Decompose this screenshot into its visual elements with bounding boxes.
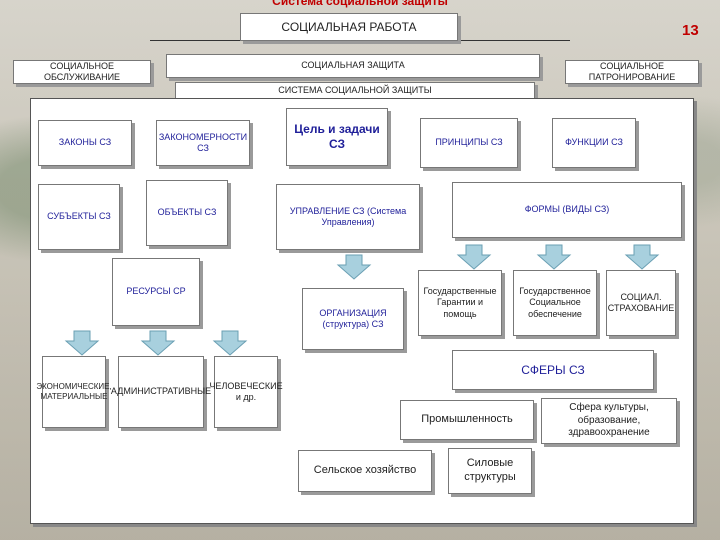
principles-box: ПРИНЦИПЫ СЗ [420, 118, 518, 168]
arrow-down-icon [456, 244, 492, 270]
industry-box: Промышленность [400, 400, 534, 440]
arrow-down-icon [336, 254, 372, 280]
arrow-down-icon [536, 244, 572, 270]
subjects-box: СУБЪЕКТЫ СЗ [38, 184, 120, 250]
economic-box: ЭКОНОМИЧЕСКИЕ, МАТЕРИАЛЬНЫЕ [36, 356, 112, 428]
management-box: УПРАВЛЕНИЕ СЗ (Система Управления) [276, 184, 420, 250]
laws-box: ЗАКОНЫ СЗ [38, 120, 132, 166]
social-protection-box: СОЦИАЛЬНАЯ ЗАЩИТА [166, 54, 540, 78]
human-box: ЧЕЛОВЕЧЕСКИЕ и др. [209, 356, 283, 428]
social-work-box: СОЦИАЛЬНАЯ РАБОТА [240, 13, 458, 41]
system-box: СИСТЕМА СОЦИАЛЬНОЙ ЗАЩИТЫ [175, 82, 535, 99]
arrow-down-icon [624, 244, 660, 270]
arrow-down-icon [212, 330, 248, 356]
power-box: Силовые структуры [448, 448, 532, 494]
social-service-box: СОЦИАЛЬНОЕ ОБСЛУЖИВАНИЕ [13, 60, 151, 84]
state-guarantees-box: Государственные Гарантии и помощь [418, 270, 502, 336]
organization-box: ОРГАНИЗАЦИЯ (структура) СЗ [302, 288, 404, 350]
administrative-box: АДМИНИСТРАТИВНЫЕ [111, 356, 211, 428]
functions-box: ФУНКЦИИ СЗ [552, 118, 636, 168]
culture-box: Сфера культуры, образование, здравоохран… [541, 398, 677, 444]
resources-box: РЕСУРСЫ СР [112, 258, 200, 326]
objects-box: ОБЪЕКТЫ СЗ [146, 180, 228, 246]
slide-number: 13 [682, 22, 699, 39]
social-insurance-box: СОЦИАЛ. СТРАХОВАНИЕ [606, 270, 676, 336]
arrow-down-icon [64, 330, 100, 356]
arrow-down-icon [140, 330, 176, 356]
regularities-box: ЗАКОНОМЕРНОСТИ СЗ [156, 120, 250, 166]
social-patronage-box: СОЦИАЛЬНОЕ ПАТРОНИРОВАНИЕ [565, 60, 699, 84]
forms-box: ФОРМЫ (ВИДЫ СЗ) [452, 182, 682, 238]
state-security-box: Государственное Социальное обеспечение [513, 270, 597, 336]
agriculture-box: Сельское хозяйство [298, 450, 432, 492]
spheres-box: СФЕРЫ СЗ [452, 350, 654, 390]
goal-box: Цель и задачи СЗ [286, 108, 388, 166]
page-title: Система социальной защиты [272, 0, 448, 8]
